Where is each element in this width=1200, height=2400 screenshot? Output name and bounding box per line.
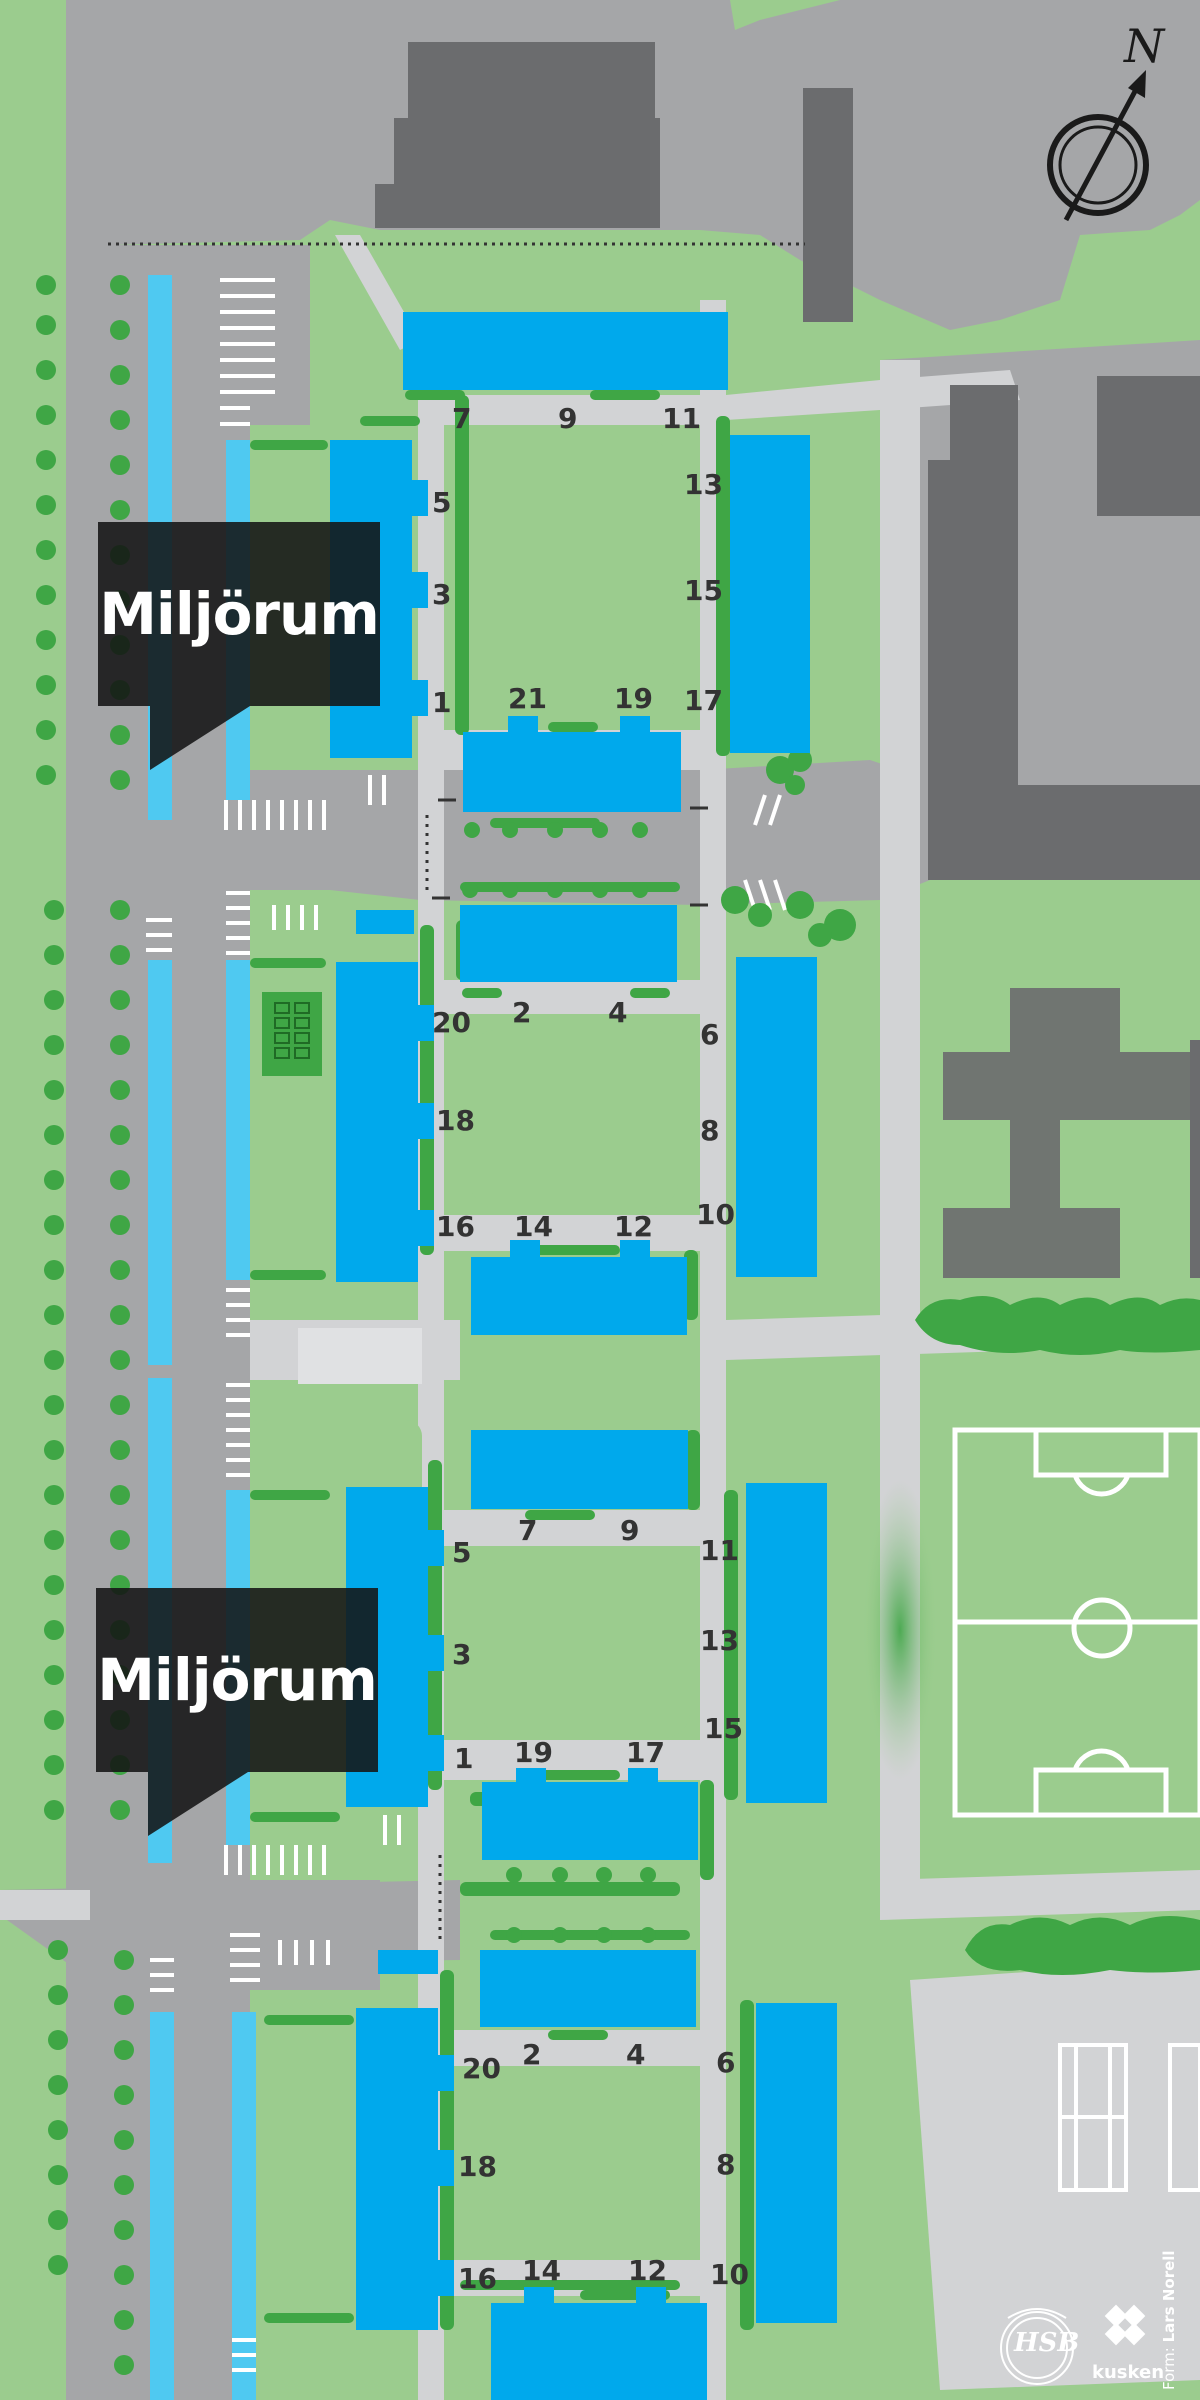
callout-label: Miljörum — [97, 1646, 378, 1714]
house-number: 15 — [704, 1712, 743, 1745]
north-label: N — [1123, 19, 1166, 73]
hsb-logo-text: HSB — [1014, 2328, 1080, 2358]
courtyards — [252, 440, 694, 2256]
house-numbers: 7 9 11 5 13 3 15 1 21 19 17 2 4 20 6 18 … — [432, 402, 749, 2295]
credit-prefix: Form: — [1160, 2342, 1178, 2390]
house-number: 8 — [700, 1114, 719, 1147]
house-number: 16 — [436, 1210, 475, 1243]
grass-mound — [862, 1480, 938, 1780]
house-number: 4 — [626, 2038, 645, 2071]
house-number: 16 — [458, 2262, 497, 2295]
house-number: 18 — [436, 1104, 475, 1137]
house-number: 13 — [700, 1624, 739, 1657]
house-number: 19 — [614, 682, 653, 715]
house-number: 19 — [514, 1736, 553, 1769]
house-number: 6 — [716, 2046, 735, 2079]
house-number: 4 — [608, 996, 627, 1029]
house-number: 3 — [432, 578, 451, 611]
house-number: 9 — [620, 1514, 639, 1547]
house-number: 11 — [700, 1534, 739, 1567]
house-number: 18 — [458, 2150, 497, 2183]
compass-north-icon — [1047, 70, 1149, 222]
house-number: 12 — [628, 2254, 667, 2287]
other-buildings — [375, 42, 1200, 1278]
kusken-logo — [1104, 2304, 1146, 2346]
soccer-field — [952, 1427, 1200, 1818]
house-number: 12 — [614, 1210, 653, 1243]
house-number: 15 — [684, 574, 723, 607]
house-number: 11 — [662, 402, 701, 435]
house-number: 13 — [684, 468, 723, 501]
house-number: 6 — [700, 1018, 719, 1051]
waste-room-callout: Miljörum — [98, 522, 380, 770]
house-number: 5 — [432, 486, 451, 519]
design-credit: Form: Lars Norell — [1160, 2250, 1178, 2390]
house-number: 8 — [716, 2148, 735, 2181]
house-number: 2 — [522, 2038, 541, 2071]
hsb-logo — [1000, 2308, 1074, 2385]
house-number: 3 — [452, 1638, 471, 1671]
callout-pointer — [150, 706, 250, 770]
kusken-logo-text: kusken — [1092, 2362, 1165, 2383]
callout-label: Miljörum — [99, 580, 380, 648]
tennis-courts — [1058, 2043, 1200, 2192]
house-number: 1 — [454, 1742, 473, 1775]
allotment-grid — [262, 992, 322, 1076]
house-number: 7 — [452, 402, 471, 435]
waste-room-callout: Miljörum — [96, 1588, 378, 1836]
tree-rows — [915, 1296, 1200, 1975]
house-number: 20 — [432, 1006, 471, 1039]
trees — [36, 275, 856, 2375]
house-number: 17 — [626, 1736, 665, 1769]
house-number: 5 — [452, 1536, 471, 1569]
house-number: 14 — [514, 1210, 553, 1243]
parking-markings — [146, 278, 787, 2372]
house-number: 21 — [508, 682, 547, 715]
house-number: 1 — [432, 686, 451, 719]
house-number: 10 — [696, 1198, 735, 1231]
house-number: 14 — [522, 2254, 561, 2287]
callout-pointer — [148, 1772, 248, 1836]
house-number: 20 — [462, 2052, 501, 2085]
house-number: 7 — [518, 1514, 537, 1547]
house-number: 2 — [512, 996, 531, 1029]
credit-name: Lars Norell — [1160, 2250, 1178, 2343]
house-number: 10 — [710, 2258, 749, 2291]
house-number: 9 — [558, 402, 577, 435]
barriers — [425, 798, 708, 1945]
house-number: 17 — [684, 684, 723, 717]
